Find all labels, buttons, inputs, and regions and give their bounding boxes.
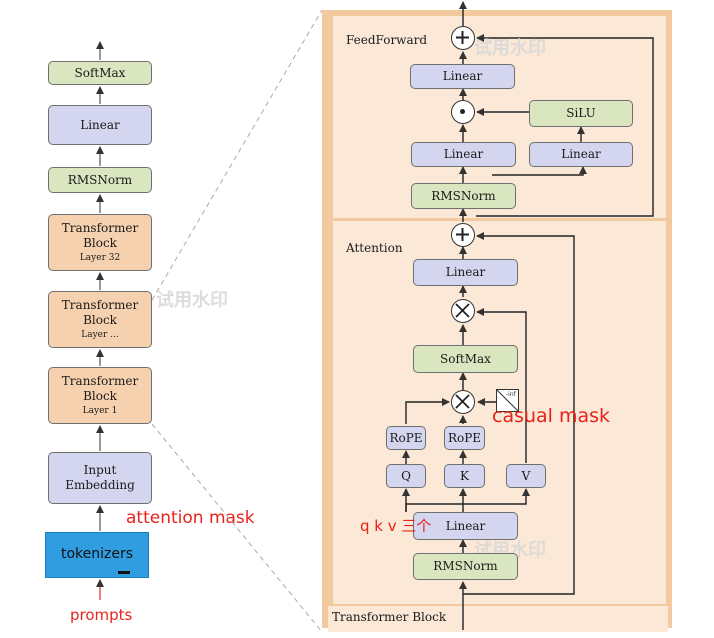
transformer-block-layer-middle: Transformer Block Layer ... (48, 291, 152, 348)
q-box: Q (386, 464, 426, 488)
input-embedding-box: Input Embedding (48, 452, 152, 504)
rope-q-box: RoPE (386, 426, 426, 450)
attention-mask-annotation: attention mask (126, 508, 255, 528)
tokenizers-box: tokenizers (45, 532, 149, 578)
attention-title: Attention (346, 241, 403, 255)
attn-rmsnorm-box: RMSNorm (413, 553, 518, 580)
softmax-box: SoftMax (48, 61, 152, 85)
q-label: Q (401, 468, 411, 483)
qkv-annotation: q k v 三个 (360, 517, 432, 535)
cursor-mark (118, 571, 130, 574)
transformer-block-footer (328, 606, 668, 632)
block-layer: Layer ... (81, 329, 119, 340)
transformer-block-layer-32: Transformer Block Layer 32 (48, 214, 152, 271)
ff-linear-left-label: Linear (443, 147, 484, 161)
casual-mask-annotation: casual mask (492, 405, 611, 427)
v-label: V (521, 468, 531, 483)
transformer-block-title: Transformer Block (332, 610, 447, 624)
transformer-block-layer-1: Transformer Block Layer 1 (48, 367, 152, 424)
prompts-annotation: prompts (70, 606, 133, 624)
multiply-icon (455, 394, 470, 409)
ff-rmsnorm-box: RMSNorm (411, 183, 516, 209)
ff-linear-right-label: Linear (561, 147, 601, 161)
plus-icon (456, 31, 469, 44)
rmsnorm-label: RMSNorm (67, 172, 133, 187)
rope-k-label: RoPE (447, 430, 482, 445)
silu-box: SiLU (529, 100, 633, 127)
plus-icon (456, 228, 469, 241)
watermark: 试用水印 (474, 38, 546, 59)
linear-label: Linear (80, 117, 120, 132)
attn-linear-out-box: Linear (413, 259, 518, 286)
dot-icon (460, 109, 465, 114)
attn-linear-in-box: Linear (413, 512, 518, 540)
matmul-circle-top (451, 299, 475, 323)
add-circle-middle (451, 223, 475, 247)
attn-softmax-label: SoftMax (440, 351, 491, 366)
input-embedding-label: Input Embedding (65, 463, 135, 492)
mask-icon-text: -inf (506, 391, 516, 398)
k-box: K (444, 464, 485, 488)
multiply-dot-circle (451, 100, 475, 124)
tokenizers-label: tokenizers (60, 546, 134, 563)
silu-label: SiLU (566, 106, 596, 120)
softmax-label: SoftMax (74, 65, 126, 80)
attn-linear-in-label: Linear (445, 518, 486, 533)
add-circle-top (451, 26, 475, 50)
attn-rmsnorm-label: RMSNorm (433, 559, 498, 573)
mask-icon: -inf (496, 389, 519, 412)
feedforward-title: FeedForward (346, 33, 428, 47)
ff-linear-out-label: Linear (442, 69, 483, 83)
ff-linear-left-box: Linear (411, 142, 516, 167)
block-title: Transformer Block (61, 297, 139, 327)
block-title: Transformer Block (61, 373, 139, 403)
linear-box: Linear (48, 105, 152, 145)
ff-linear-right-box: Linear (529, 142, 633, 167)
block-layer: Layer 32 (79, 252, 121, 263)
multiply-icon (455, 303, 470, 318)
attn-linear-out-label: Linear (445, 265, 486, 279)
rmsnorm-box: RMSNorm (48, 167, 152, 193)
k-label: K (460, 468, 469, 483)
ff-linear-out-box: Linear (410, 64, 515, 89)
matmul-circle-bottom (451, 390, 475, 414)
block-layer: Layer 1 (82, 405, 118, 416)
v-box: V (506, 464, 546, 488)
ff-rmsnorm-label: RMSNorm (431, 188, 496, 203)
watermark: 试用水印 (156, 290, 228, 311)
rope-q-label: RoPE (389, 430, 423, 445)
rope-k-box: RoPE (444, 426, 485, 450)
attn-softmax-box: SoftMax (413, 345, 518, 373)
block-title: Transformer Block (61, 220, 139, 250)
